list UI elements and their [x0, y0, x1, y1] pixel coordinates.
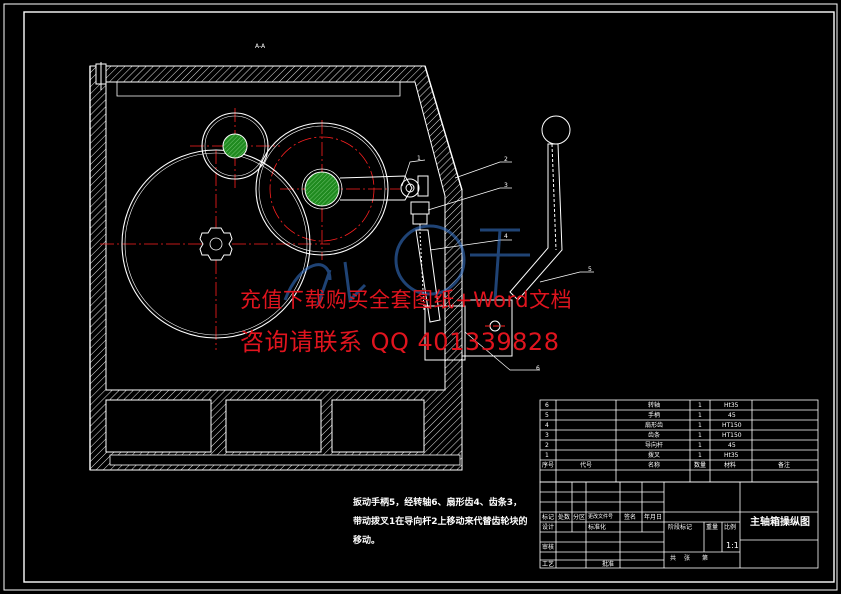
label-sheet-total: 共	[670, 555, 677, 562]
row-qty: 1	[698, 402, 702, 409]
row-no: 4	[545, 422, 549, 429]
header-qty: 数量	[694, 462, 707, 469]
header-remark: 备注	[778, 462, 791, 469]
label-standardize: 标准化	[588, 524, 607, 531]
handle-lever	[509, 115, 571, 301]
gear-large	[121, 149, 311, 339]
row-material: Ht35	[724, 402, 739, 409]
balloon-2: 2	[504, 156, 508, 163]
drawing-title: 主轴箱操纵图	[750, 517, 810, 528]
parts-list-table	[539, 399, 819, 483]
row-name: 手柄	[648, 412, 661, 419]
watermark-line-2: 咨询请联系 QQ 401339828	[240, 328, 560, 356]
row-name: 拨叉	[648, 452, 661, 459]
shift-mechanism	[339, 175, 513, 361]
header-material: 材料	[724, 462, 737, 469]
header-code: 代号	[580, 462, 593, 469]
balloon-5: 5	[588, 266, 592, 273]
row-material: Ht35	[724, 452, 739, 459]
section-label: A-A	[255, 43, 266, 50]
label-sheet: 张	[684, 555, 691, 562]
row-qty: 1	[698, 422, 702, 429]
label-stage-mark: 阶段标记	[668, 524, 693, 531]
row-name: 扇形齿	[645, 422, 664, 429]
balloon-6: 6	[536, 365, 540, 372]
scale-value: 1:1	[726, 541, 739, 550]
label-weight: 重量	[706, 524, 719, 531]
label-process: 工艺	[542, 561, 555, 568]
label-zone: 分区	[573, 514, 586, 521]
label-approve: 批准	[602, 561, 615, 568]
label-review: 审核	[542, 544, 555, 551]
row-name: 齿条	[648, 432, 661, 439]
gear-middle	[255, 122, 389, 256]
title-block	[539, 481, 819, 569]
operation-note: 扳动手柄5，经转轴6、扇形齿4、齿条3，带动拨叉1在导向杆2上移动来代替齿轮块的…	[353, 498, 528, 546]
label-design: 设计	[542, 524, 555, 531]
row-name: 导向杆	[645, 442, 664, 449]
gearbox-housing	[89, 62, 463, 471]
label-sheet-no: 第	[702, 555, 709, 562]
label-mark: 标记	[542, 514, 555, 521]
drawing-frame	[23, 11, 835, 583]
row-no: 2	[545, 442, 549, 449]
balloon-3: 3	[504, 182, 508, 189]
watermark-line-1: 充值下载购买全套图纸+Word文档	[240, 288, 573, 312]
gear-small	[201, 112, 269, 180]
row-qty: 1	[698, 452, 702, 459]
label-change-doc: 更改文件号	[588, 514, 614, 520]
balloon-4: 4	[504, 233, 508, 240]
row-material: HT150	[722, 422, 742, 429]
row-no: 5	[545, 412, 549, 419]
label-signature: 签名	[624, 514, 637, 521]
logo-watermark	[283, 224, 530, 306]
row-material: 45	[728, 412, 736, 419]
row-qty: 1	[698, 442, 702, 449]
label-count: 处数	[558, 514, 571, 521]
row-material: HT150	[722, 432, 742, 439]
row-qty: 1	[698, 412, 702, 419]
label-ratio: 比例	[724, 524, 737, 531]
row-qty: 1	[698, 432, 702, 439]
sheet-border	[3, 3, 838, 591]
label-date: 年月日	[644, 514, 663, 521]
balloon-1: 1	[417, 155, 421, 162]
row-no: 1	[545, 452, 549, 459]
row-no: 3	[545, 432, 549, 439]
header-no: 序号	[542, 462, 555, 469]
row-material: 45	[728, 442, 736, 449]
header-name: 名称	[648, 462, 661, 469]
row-name: 转轴	[648, 402, 661, 409]
row-no: 6	[545, 402, 549, 409]
